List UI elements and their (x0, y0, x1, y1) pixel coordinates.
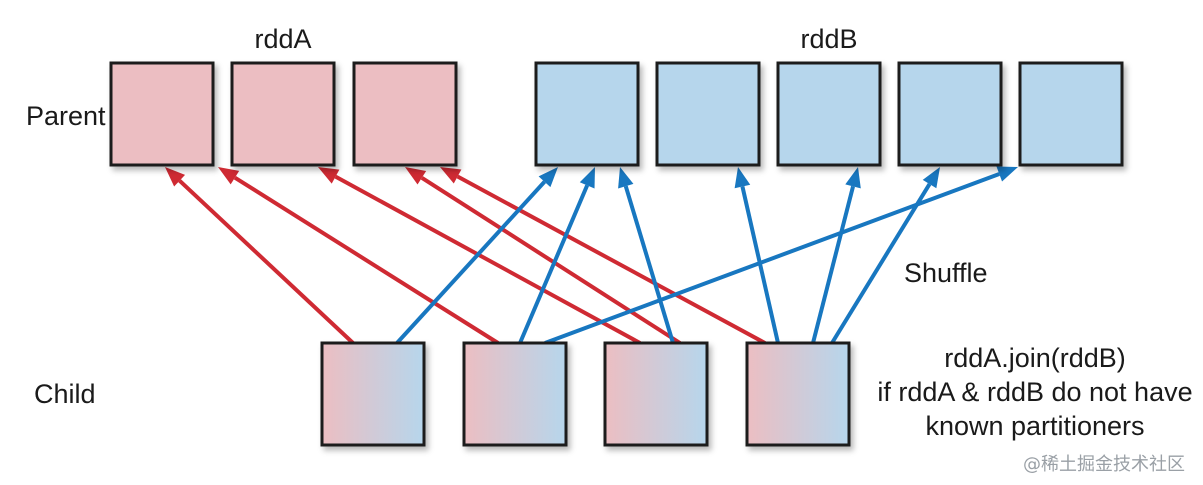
parent-label: Parent (26, 101, 106, 131)
child-partition (320, 341, 426, 447)
rdd-a-dependency-arrow (165, 167, 355, 345)
rdd-b-partition (1018, 61, 1124, 167)
join-note: rddA.join(rddB) if rddA & rddB do not ha… (877, 341, 1192, 443)
rdd-b-partition (534, 61, 640, 167)
rdd-a-partition (352, 61, 458, 167)
rdd-b-dependency-arrow (544, 166, 1018, 345)
rdd-b-label: rddB (800, 24, 858, 54)
rdd-b-partition (776, 61, 882, 167)
rdd-a-dependency-arrow (218, 167, 500, 345)
rdd-a-dependency-arrow (318, 167, 641, 345)
join-note-line: if rddA & rddB do not have (877, 377, 1193, 407)
child-partition (603, 341, 709, 447)
rdd-b-dependency-arrow (518, 167, 595, 344)
dependency-arrows (165, 166, 1018, 345)
rdd-a-dependency-arrow (405, 167, 682, 345)
rdd-b-dependency-arrow (618, 167, 675, 344)
rdd-b-dependency-arrow (395, 167, 558, 345)
join-note-line: known partitioners (925, 411, 1145, 441)
child-label: Child (34, 379, 96, 409)
shuffle-label: Shuffle (904, 258, 988, 288)
join-note-line: rddA.join(rddB) (944, 343, 1126, 373)
rdd-a-partition (109, 61, 215, 167)
rdd-a-label: rddA (254, 24, 312, 54)
rdd-b-dependency-arrow (811, 167, 861, 344)
rdd-a-partition (230, 61, 336, 167)
rdd-a-dependency-arrow (440, 167, 766, 345)
child-partition (462, 341, 568, 447)
partitions (109, 61, 1124, 447)
rdd-b-partition (897, 61, 1003, 167)
rdd-b-partition (655, 61, 761, 167)
child-partition (745, 341, 851, 447)
rdd-b-dependency-arrow (734, 167, 780, 344)
watermark: @稀土掘金技术社区 (1023, 454, 1185, 475)
rdd-b-dependency-arrow (830, 167, 940, 345)
